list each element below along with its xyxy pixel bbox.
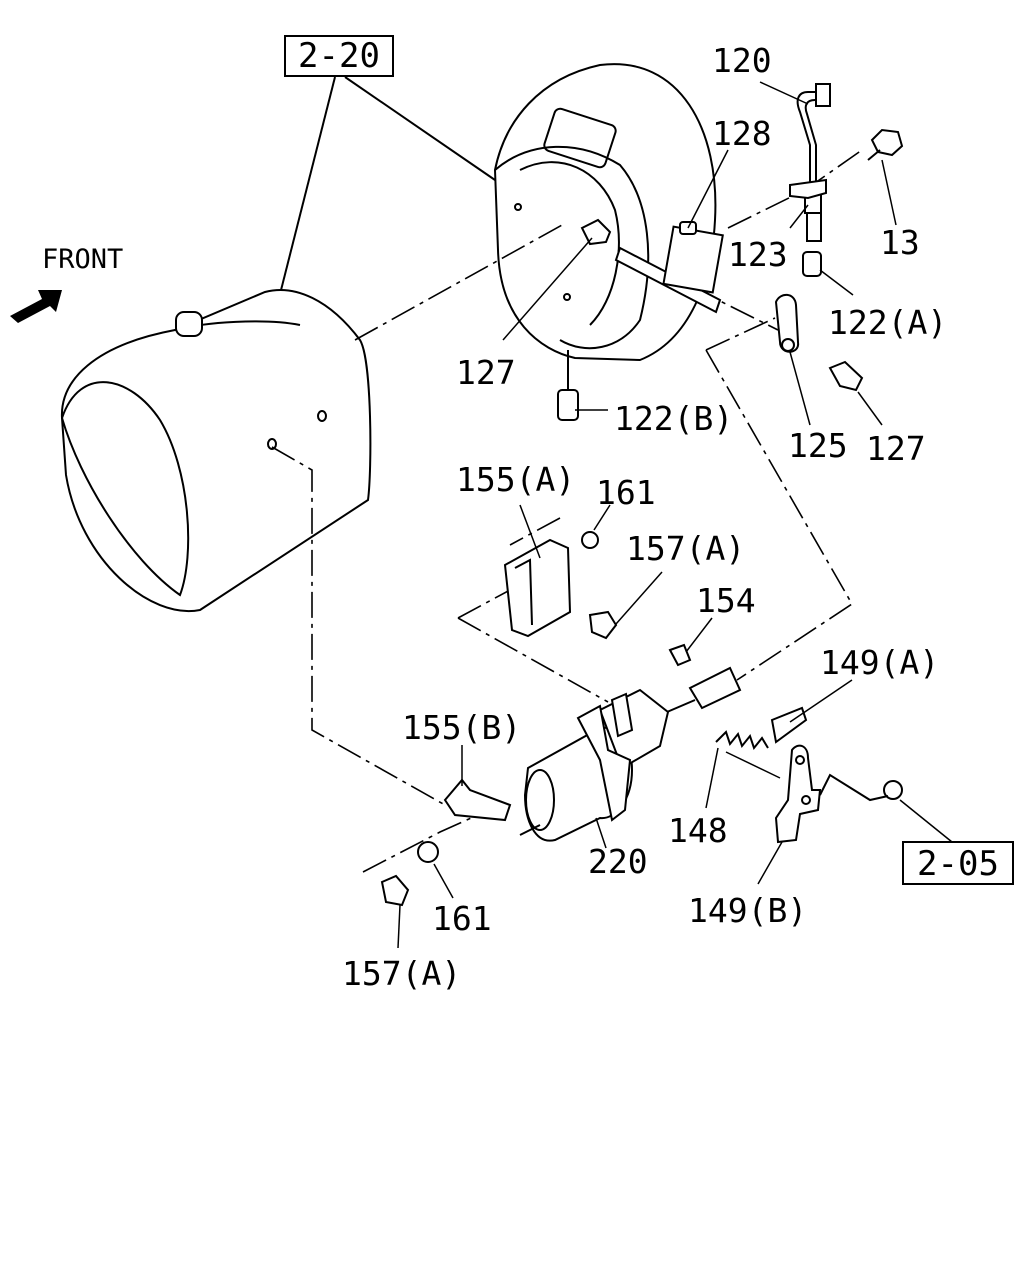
clevis-rod: [659, 666, 742, 716]
label-161-bottom[interactable]: 161: [432, 899, 492, 938]
transmission-housing: [60, 289, 372, 613]
bolt-13: [867, 128, 904, 161]
bolt-157a-top: [588, 610, 618, 640]
plate-149a: [770, 706, 808, 744]
fitting-122b: [557, 350, 579, 421]
reference-label-2-20: 2-20: [298, 36, 380, 76]
dash-housing-to-bracket-b: [271, 446, 446, 806]
label-161-top[interactable]: 161: [596, 473, 656, 512]
clutch-servo-220: [519, 688, 670, 842]
lever-125: [774, 293, 800, 353]
label-13[interactable]: 13: [880, 223, 920, 262]
lever-149b: [774, 744, 822, 844]
nut-161-top: [581, 531, 599, 549]
plug-127-right: [828, 360, 864, 392]
label-220[interactable]: 220: [588, 842, 648, 881]
bracket-155a: [503, 531, 618, 640]
front-label: FRONT: [42, 244, 123, 275]
label-120[interactable]: 120: [712, 41, 772, 80]
label-155a[interactable]: 155(A): [456, 460, 575, 499]
label-122b[interactable]: 122(B): [614, 399, 733, 438]
bell-housing: [493, 63, 717, 362]
label-148[interactable]: 148: [668, 811, 728, 850]
label-149b[interactable]: 149(B): [688, 891, 807, 930]
dash-161-top: [509, 517, 561, 546]
clip-123: [789, 178, 827, 200]
nut-161-bottom: [417, 841, 439, 863]
bolt-157a-bottom: [380, 874, 410, 907]
dash-bracket-a: [457, 589, 609, 703]
leader-lines: [397, 81, 953, 949]
link-to-2-05: [819, 773, 889, 802]
fitting-122a: [802, 251, 822, 277]
label-127-left[interactable]: 127: [456, 353, 516, 392]
label-157a-top[interactable]: 157(A): [626, 529, 745, 568]
label-149a[interactable]: 149(A): [820, 643, 939, 682]
pipe-120: [796, 83, 831, 242]
dash-125-to-cylinder: [705, 317, 854, 681]
spring-148: [715, 730, 769, 751]
bracket-155b: [380, 778, 512, 907]
label-155b[interactable]: 155(B): [402, 708, 521, 747]
leader-2-20-a: [277, 76, 336, 303]
reference-box-2-20[interactable]: 2-20: [284, 35, 394, 77]
leader-2-20-b: [344, 76, 496, 181]
reference-label-2-05: 2-05: [917, 844, 999, 884]
front-arrow-icon: [10, 290, 62, 323]
label-127-right[interactable]: 127: [866, 429, 926, 468]
label-125[interactable]: 125: [788, 426, 848, 465]
label-128[interactable]: 128: [712, 114, 772, 153]
reference-box-2-05[interactable]: 2-05: [902, 841, 1014, 885]
label-157a-bottom[interactable]: 157(A): [342, 954, 461, 993]
label-122a[interactable]: 122(A): [828, 303, 947, 342]
pin-154: [668, 643, 692, 667]
label-123[interactable]: 123: [728, 235, 788, 274]
label-154[interactable]: 154: [696, 581, 756, 620]
nut-2-05: [883, 780, 903, 800]
dash-housing-to-bell: [354, 224, 563, 341]
